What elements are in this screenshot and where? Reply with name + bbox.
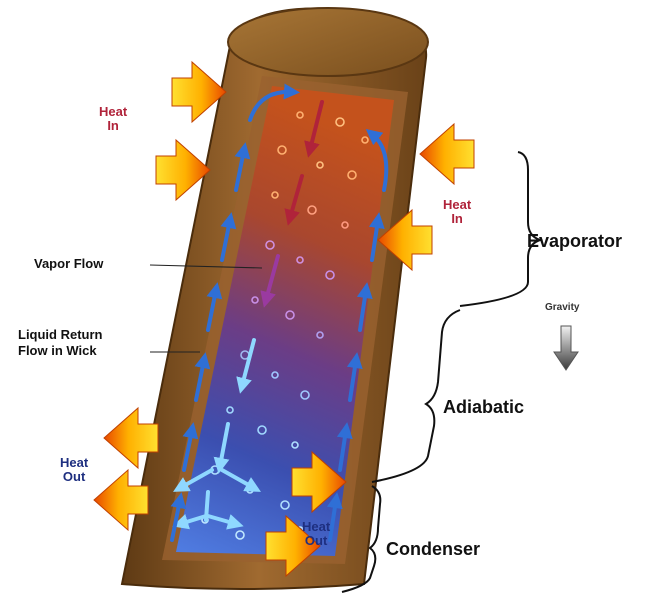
pipe-end-cap <box>228 8 428 76</box>
heat-out-label-left: HeatOut <box>60 456 88 483</box>
heat-in-label-top: HeatIn <box>99 105 127 132</box>
evaporator-label: Evaporator <box>527 232 622 251</box>
adiabatic-label: Adiabatic <box>443 398 524 417</box>
gravity-label: Gravity <box>545 303 579 314</box>
liquid-return-label-line1: Liquid Return <box>18 328 103 342</box>
liquid-return-label-line2: Flow in Wick <box>18 344 97 358</box>
heat-out-label-right: HeatOut <box>302 520 330 547</box>
vapor-flow-label: Vapor Flow <box>34 257 103 271</box>
condenser-label: Condenser <box>386 540 480 559</box>
gravity-arrow-icon <box>554 326 578 370</box>
evaporator-brace <box>460 152 540 306</box>
heat-in-label-right: HeatIn <box>443 198 471 225</box>
heat-arrow-icon <box>420 124 474 184</box>
